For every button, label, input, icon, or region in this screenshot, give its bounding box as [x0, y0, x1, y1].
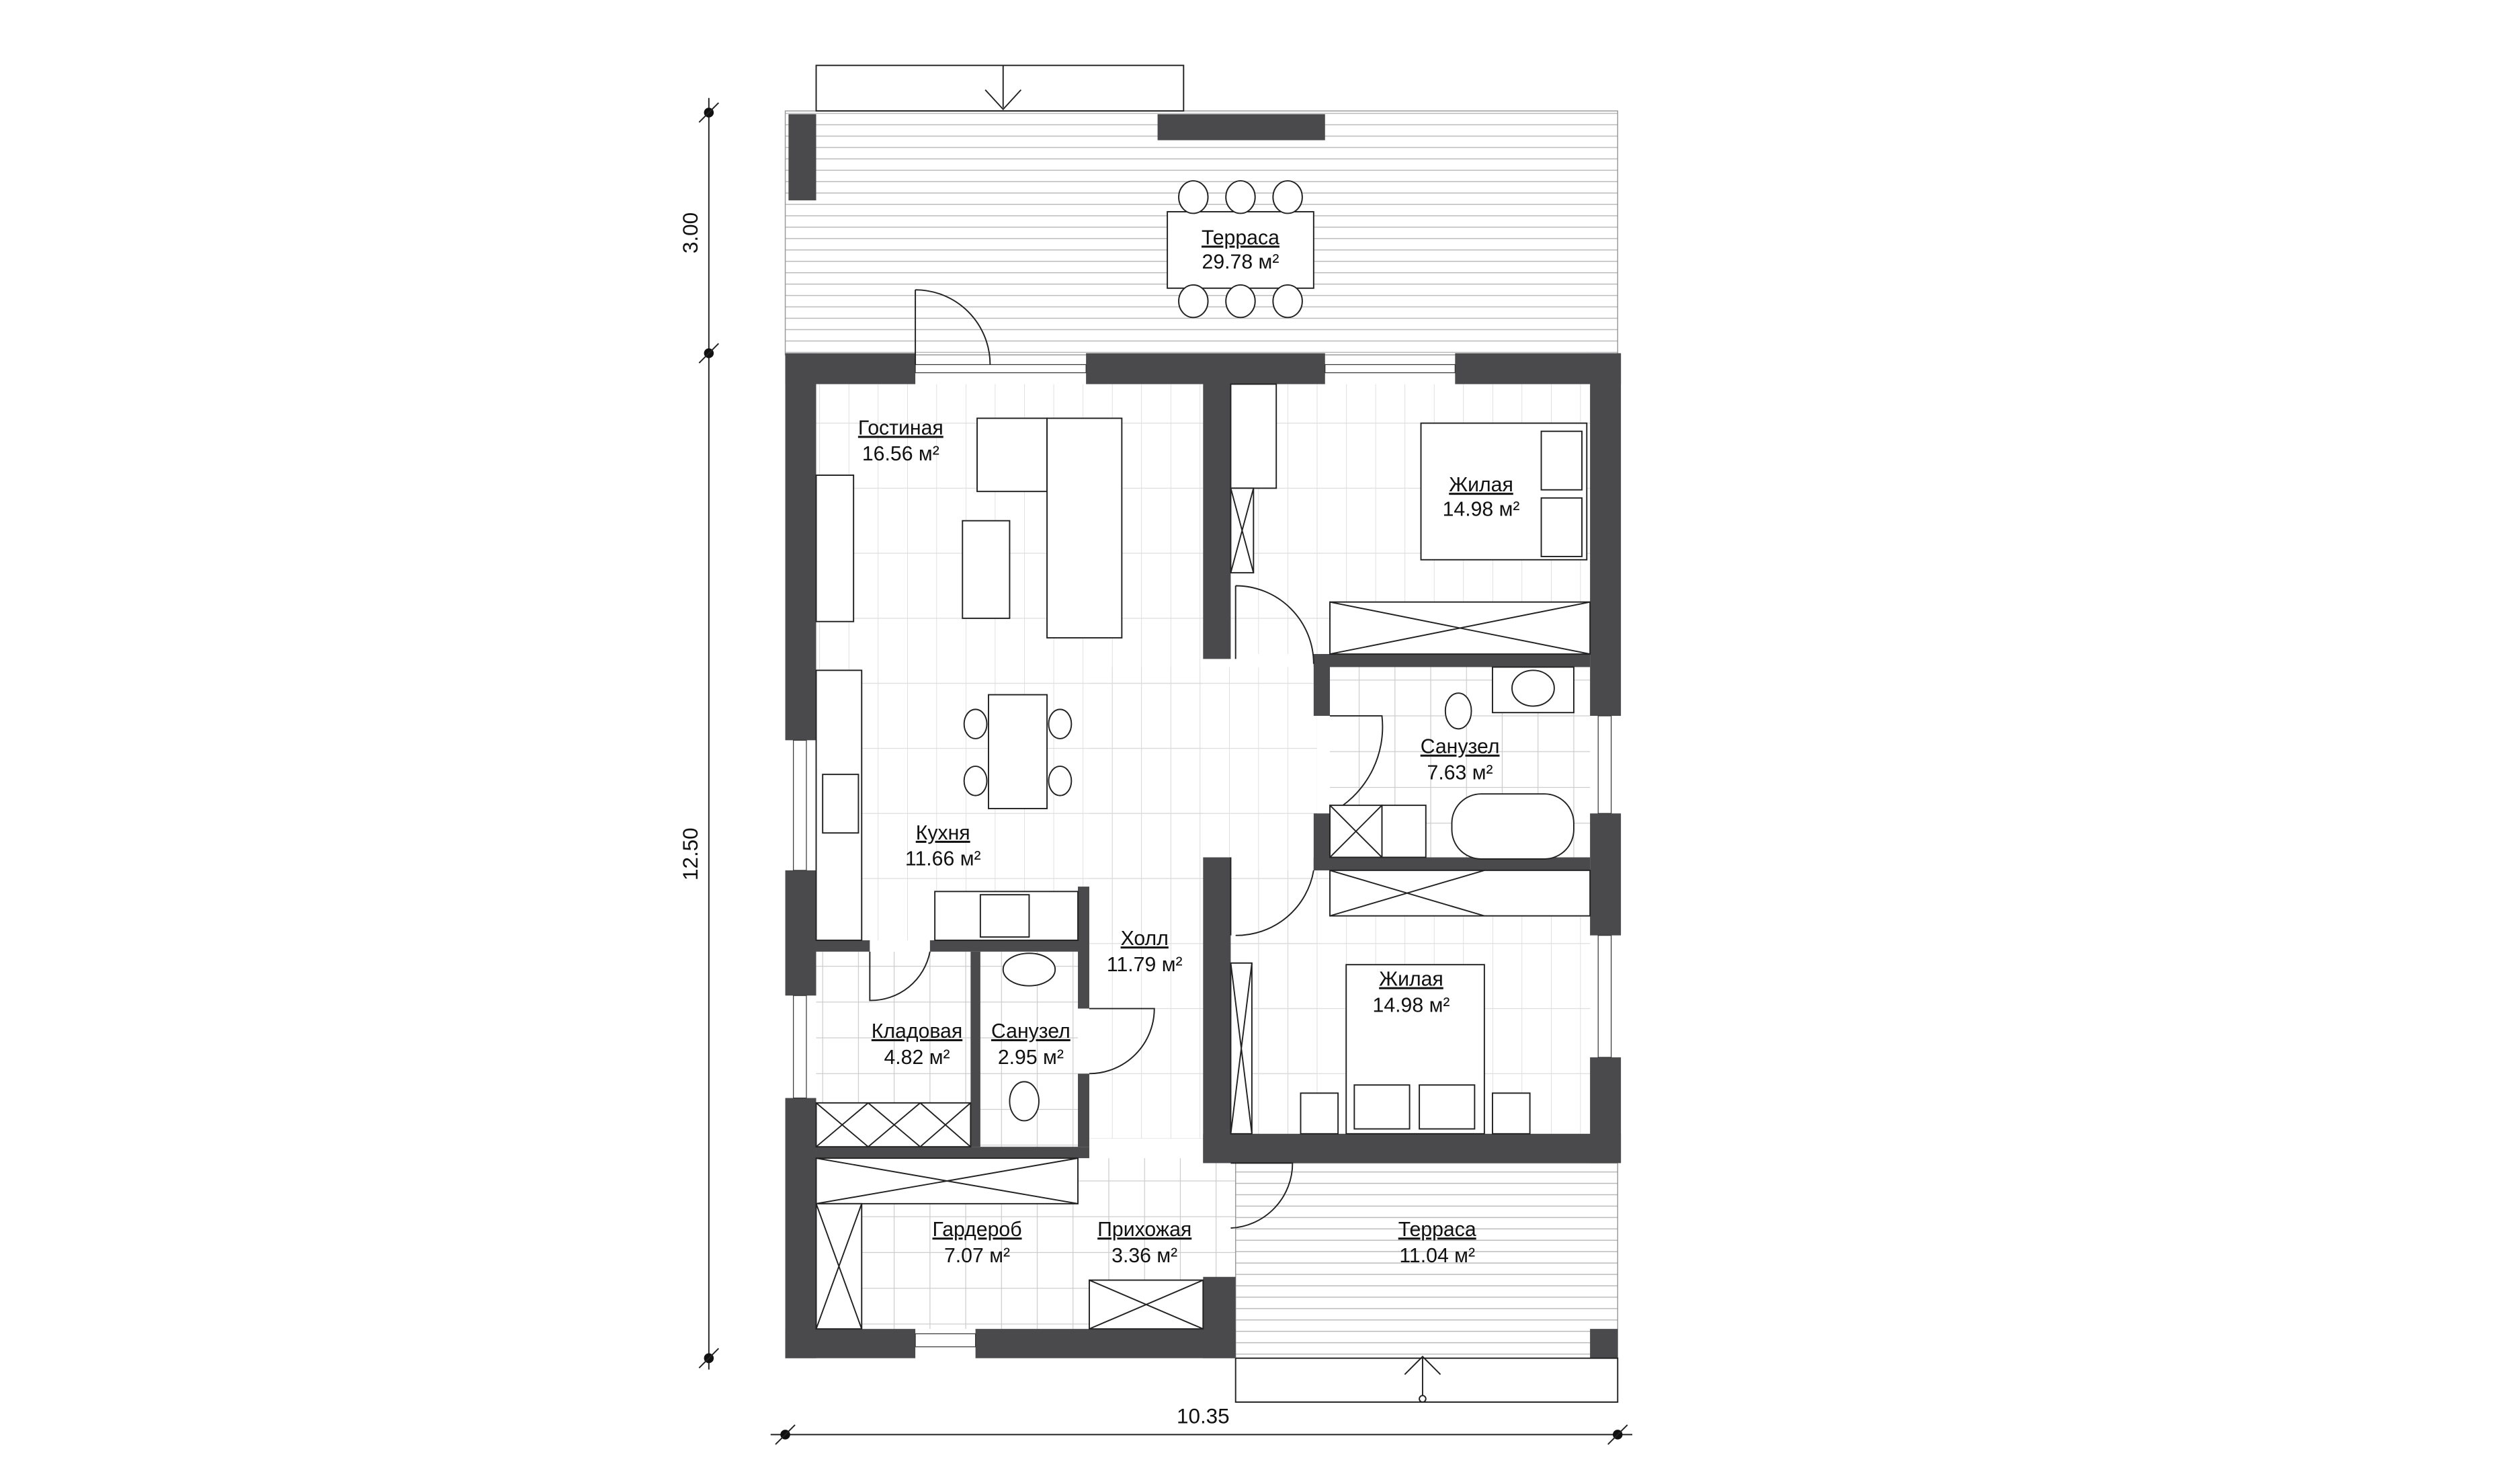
room-area: 11.04 м² — [1399, 1245, 1475, 1267]
desk — [1230, 383, 1277, 489]
windows — [793, 364, 1612, 1348]
tv-unit — [815, 475, 855, 622]
room-area: 11.79 м² — [1107, 954, 1183, 976]
room-area: 29.78 м² — [1202, 251, 1279, 274]
room-area: 16.56 м² — [862, 443, 939, 465]
room-name: Санузел — [991, 1020, 1070, 1042]
entry-arrow-icon — [1404, 1355, 1441, 1375]
walls — [785, 353, 1622, 1358]
room-area: 2.95 м² — [998, 1047, 1064, 1069]
room-name: Санузел — [1421, 736, 1500, 758]
room-area: 4.82 м² — [884, 1047, 950, 1069]
dimension-lines: 3.00 12.50 10.35 — [679, 97, 1633, 1445]
dining-table — [988, 694, 1048, 809]
stove-icon — [979, 894, 1030, 938]
room-name: Терраса — [1398, 1219, 1476, 1241]
terrace-front — [1234, 1162, 1619, 1403]
steps-front — [1234, 1357, 1619, 1403]
room-labels: Терраса 29.78 м² Гостиная 16.56 м² Жилая… — [858, 227, 1520, 1267]
room-name: Гостиная — [858, 417, 943, 440]
room-name: Терраса — [1202, 227, 1279, 249]
bathtub-icon — [1451, 793, 1574, 860]
room-name: Холл — [1121, 928, 1169, 950]
room-name: Прихожая — [1097, 1219, 1191, 1241]
room-area: 3.36 м² — [1111, 1245, 1177, 1267]
room-area: 14.98 м² — [1443, 498, 1520, 520]
dimension-terrace-depth: 3.00 — [679, 212, 702, 253]
dimension-house-width: 10.35 — [1177, 1404, 1230, 1428]
washbasin-icon — [1002, 952, 1056, 987]
room-name: Кладовая — [872, 1020, 962, 1042]
sink-icon — [822, 774, 859, 834]
room-name: Жилая — [1379, 969, 1443, 991]
room-name: Кухня — [916, 822, 970, 844]
washing-machine — [1381, 805, 1427, 858]
terrace-top — [784, 65, 1618, 356]
room-area: 7.63 м² — [1427, 762, 1493, 784]
room-area: 7.07 м² — [944, 1245, 1010, 1267]
furniture — [815, 383, 1591, 1330]
steps-top — [815, 65, 1185, 112]
entry-arrow-icon — [984, 89, 1022, 111]
toilet-icon — [1009, 1081, 1040, 1122]
toilet-icon — [1444, 692, 1472, 730]
room-name: Жилая — [1449, 474, 1513, 496]
room-name: Гардероб — [933, 1219, 1022, 1241]
room-area: 14.98 м² — [1373, 994, 1450, 1016]
terrace-dining-table — [1167, 180, 1314, 319]
armchair — [976, 417, 1048, 493]
dimension-house-length: 12.50 — [679, 827, 702, 881]
sofa — [1046, 417, 1123, 639]
coffee-table — [962, 520, 1011, 619]
room-area: 11.66 м² — [905, 848, 981, 870]
